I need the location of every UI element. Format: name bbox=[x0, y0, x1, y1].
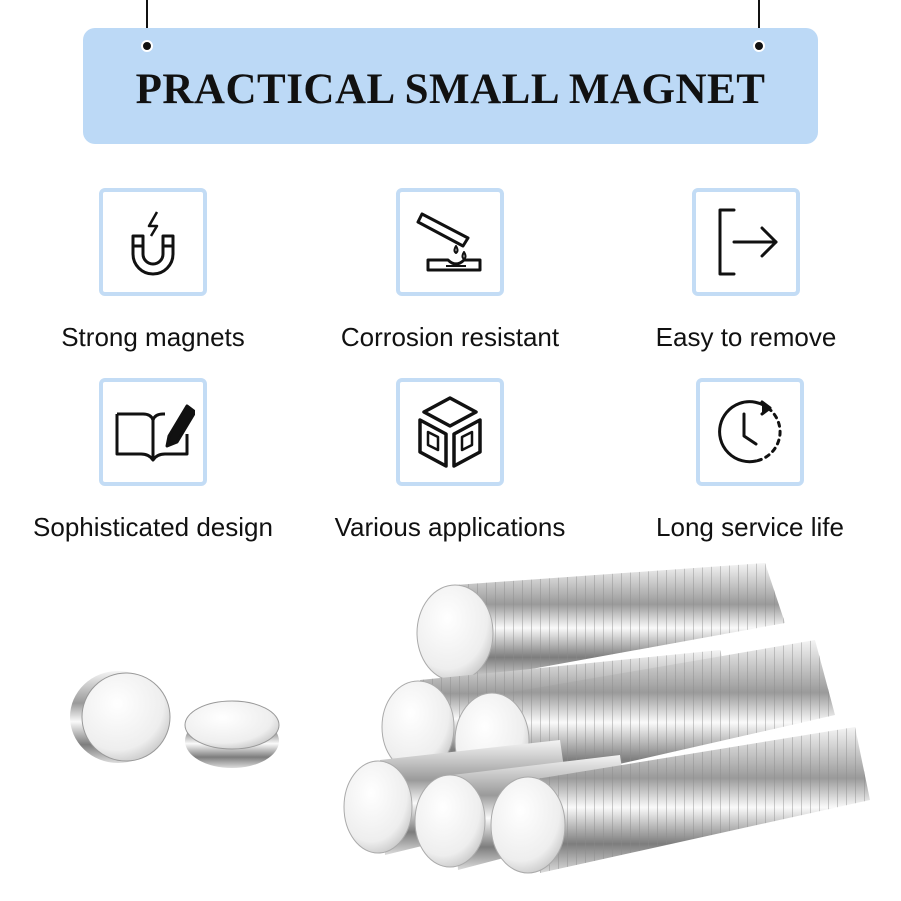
single-magnet-flat bbox=[184, 700, 280, 768]
magnet-stack-bottom bbox=[343, 727, 870, 874]
feature-label: Easy to remove bbox=[655, 322, 837, 352]
hanging-string-right bbox=[758, 0, 760, 44]
feature-long-service-life: Long service life bbox=[600, 378, 900, 543]
test-tube-icon bbox=[396, 188, 504, 296]
book-pen-icon bbox=[99, 378, 207, 486]
magnet-icon bbox=[99, 188, 207, 296]
feature-easy-to-remove: Easy to remove bbox=[596, 188, 896, 353]
feature-strong-magnets: Strong magnets bbox=[3, 188, 303, 353]
hanging-pin-left-front bbox=[141, 40, 153, 52]
exit-arrow-icon bbox=[692, 188, 800, 296]
feature-label: Long service life bbox=[656, 512, 844, 542]
single-magnet-front bbox=[70, 671, 171, 763]
cube-icon bbox=[396, 378, 504, 486]
feature-label: Strong magnets bbox=[61, 322, 245, 352]
feature-label: Corrosion resistant bbox=[340, 322, 560, 352]
feature-various-applications: Various applications bbox=[300, 378, 600, 543]
clock-icon bbox=[696, 378, 804, 486]
feature-corrosion-resistant: Corrosion resistant bbox=[300, 188, 600, 353]
banner-title: PRACTICAL SMALL MAGNET bbox=[135, 65, 766, 113]
feature-sophisticated-design: Sophisticated design bbox=[3, 378, 303, 543]
feature-label: Various applications bbox=[334, 512, 566, 542]
magnets-product-photo bbox=[70, 563, 870, 874]
hanging-pin-right-front bbox=[753, 40, 765, 52]
magnet-stack-top bbox=[416, 563, 785, 682]
feature-label: Sophisticated design bbox=[33, 512, 273, 542]
hanging-string-left bbox=[146, 0, 148, 44]
title-banner: PRACTICAL SMALL MAGNET bbox=[83, 28, 818, 144]
